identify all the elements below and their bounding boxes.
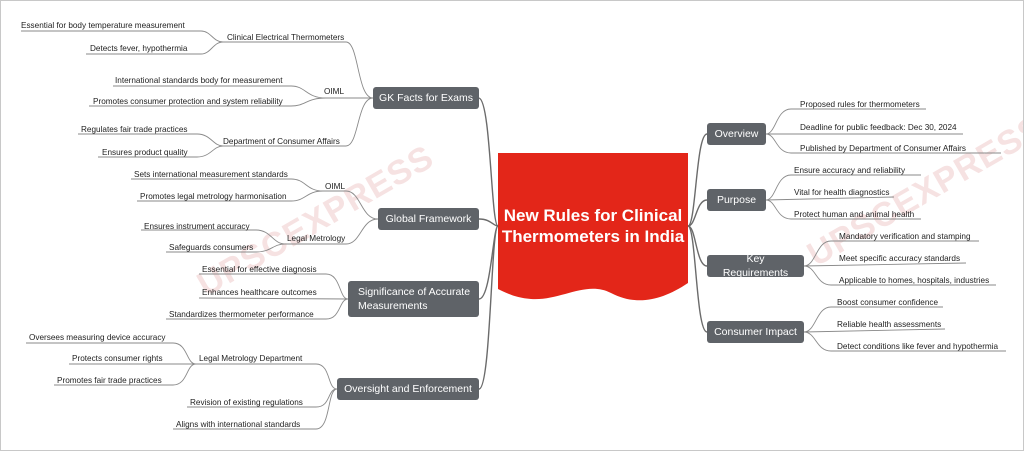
- node-oversight[interactable]: Oversight and Enforcement: [337, 378, 479, 400]
- leaf: Published by Department of Consumer Affa…: [800, 144, 966, 153]
- leaf: Revision of existing regulations: [190, 398, 303, 407]
- leaf: Enhances healthcare outcomes: [202, 288, 317, 297]
- leaf: Promotes consumer protection and system …: [93, 97, 283, 106]
- leaf: Essential for effective diagnosis: [202, 265, 317, 274]
- leaf: Deadline for public feedback: Dec 30, 20…: [800, 123, 957, 132]
- root-node-shape: [498, 153, 688, 301]
- leaf: Promotes fair trade practices: [57, 376, 162, 385]
- leaf: International standards body for measure…: [115, 76, 283, 85]
- leaf: Detects fever, hypothermia: [90, 44, 188, 53]
- leaf: Ensures product quality: [102, 148, 188, 157]
- leaf: Standardizes thermometer performance: [169, 310, 314, 319]
- trunk-lines: [478, 97, 708, 390]
- leaf: Boost consumer confidence: [837, 298, 939, 307]
- leaf: Ensure accuracy and reliability: [794, 166, 906, 175]
- leaf: Meet specific accuracy standards: [839, 254, 961, 263]
- node-key-requirements[interactable]: Key Requirements: [707, 253, 804, 279]
- leaf: Protect human and animal health: [794, 210, 915, 219]
- leaf: Detect conditions like fever and hypothe…: [837, 342, 999, 351]
- node-gk-facts[interactable]: GK Facts for Exams: [373, 87, 479, 109]
- leaf: Proposed rules for thermometers: [800, 100, 920, 109]
- leaf: Essential for body temperature measureme…: [21, 21, 185, 30]
- node-significance[interactable]: Significance of Accurate Measurements: [348, 281, 479, 317]
- leaf: Safeguards consumers: [169, 243, 254, 252]
- leaf: Reliable health assessments: [837, 320, 942, 329]
- leaf: Vital for health diagnostics: [794, 188, 890, 197]
- sub-consumer-affairs: Department of Consumer Affairs: [223, 137, 340, 146]
- leaf: Promotes legal metrology harmonisation: [140, 192, 287, 201]
- leaf: Aligns with international standards: [176, 420, 301, 429]
- leaf: Ensures instrument accuracy: [144, 222, 250, 231]
- sub-oiml-global: OIML: [325, 182, 346, 191]
- sub-clinical-thermometers: Clinical Electrical Thermometers: [227, 33, 345, 42]
- leaf: Sets international measurement standards: [134, 170, 288, 179]
- node-purpose[interactable]: Purpose: [707, 189, 766, 211]
- node-consumer-impact[interactable]: Consumer Impact: [707, 321, 804, 343]
- node-global-framework[interactable]: Global Framework: [378, 208, 479, 230]
- root-node-title: New Rules for Clinical Thermometers in I…: [501, 206, 685, 246]
- leaf: Applicable to homes, hospitals, industri…: [839, 276, 990, 285]
- leaf: Protects consumer rights: [72, 354, 163, 363]
- leaf: Regulates fair trade practices: [81, 125, 188, 134]
- branch-lines: [21, 30, 1006, 430]
- leaf: Oversees measuring device accuracy: [29, 333, 166, 342]
- sub-legal-metrology: Legal Metrology: [287, 234, 346, 243]
- sub-legal-metrology-dept: Legal Metrology Department: [199, 354, 303, 363]
- node-overview[interactable]: Overview: [707, 123, 766, 145]
- sub-oiml: OIML: [324, 87, 345, 96]
- leaf: Mandatory verification and stamping: [839, 232, 971, 241]
